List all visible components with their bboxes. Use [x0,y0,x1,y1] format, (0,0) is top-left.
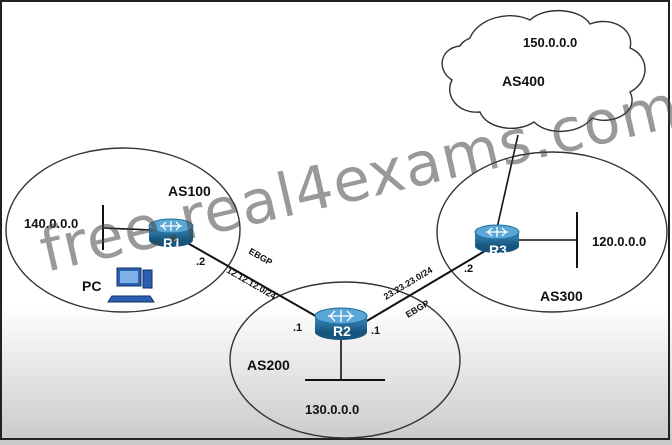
router-r2-label: R2 [333,323,351,339]
router-r1-label: R1 [163,235,181,251]
as300-label: AS300 [540,288,583,304]
network-140-label: 140.0.0.0 [24,216,78,231]
network-130-label: 130.0.0.0 [305,402,359,417]
as400-cloud [441,9,646,133]
r2-host-address-right: .1 [371,325,380,337]
link-r1-r2 [169,232,336,328]
link-r2-r3 [359,244,496,326]
r3-host-address: .2 [464,263,473,275]
pc-tower [142,269,153,289]
network-120-label: 120.0.0.0 [592,234,646,249]
network-150-label: 150.0.0.0 [523,35,577,50]
as100-ellipse [5,147,241,313]
router-r3[interactable]: R3 [474,224,520,258]
pc-icon[interactable] [107,267,155,303]
as200-ellipse [229,281,461,439]
r1-lan-link [102,227,153,231]
router-r1-arrows-icon [160,221,182,231]
pc-label: PC [82,278,101,294]
link-r3-as400 [496,134,519,229]
as300-ellipse [436,151,668,313]
router-r3-arrows-icon [486,227,508,237]
router-r2[interactable]: R2 [314,307,368,340]
as100-label: AS100 [168,183,211,199]
router-r2-arrows-icon [328,310,354,322]
router-r3-label: R3 [489,242,507,258]
as400-label: AS400 [502,73,545,89]
as200-label: AS200 [247,357,290,373]
r2-host-address-left: .1 [293,322,302,334]
pc-screen [120,271,138,283]
router-r1[interactable]: R1 [148,218,194,251]
pc-keyboard [107,295,155,303]
r1-host-address: .2 [196,256,205,268]
